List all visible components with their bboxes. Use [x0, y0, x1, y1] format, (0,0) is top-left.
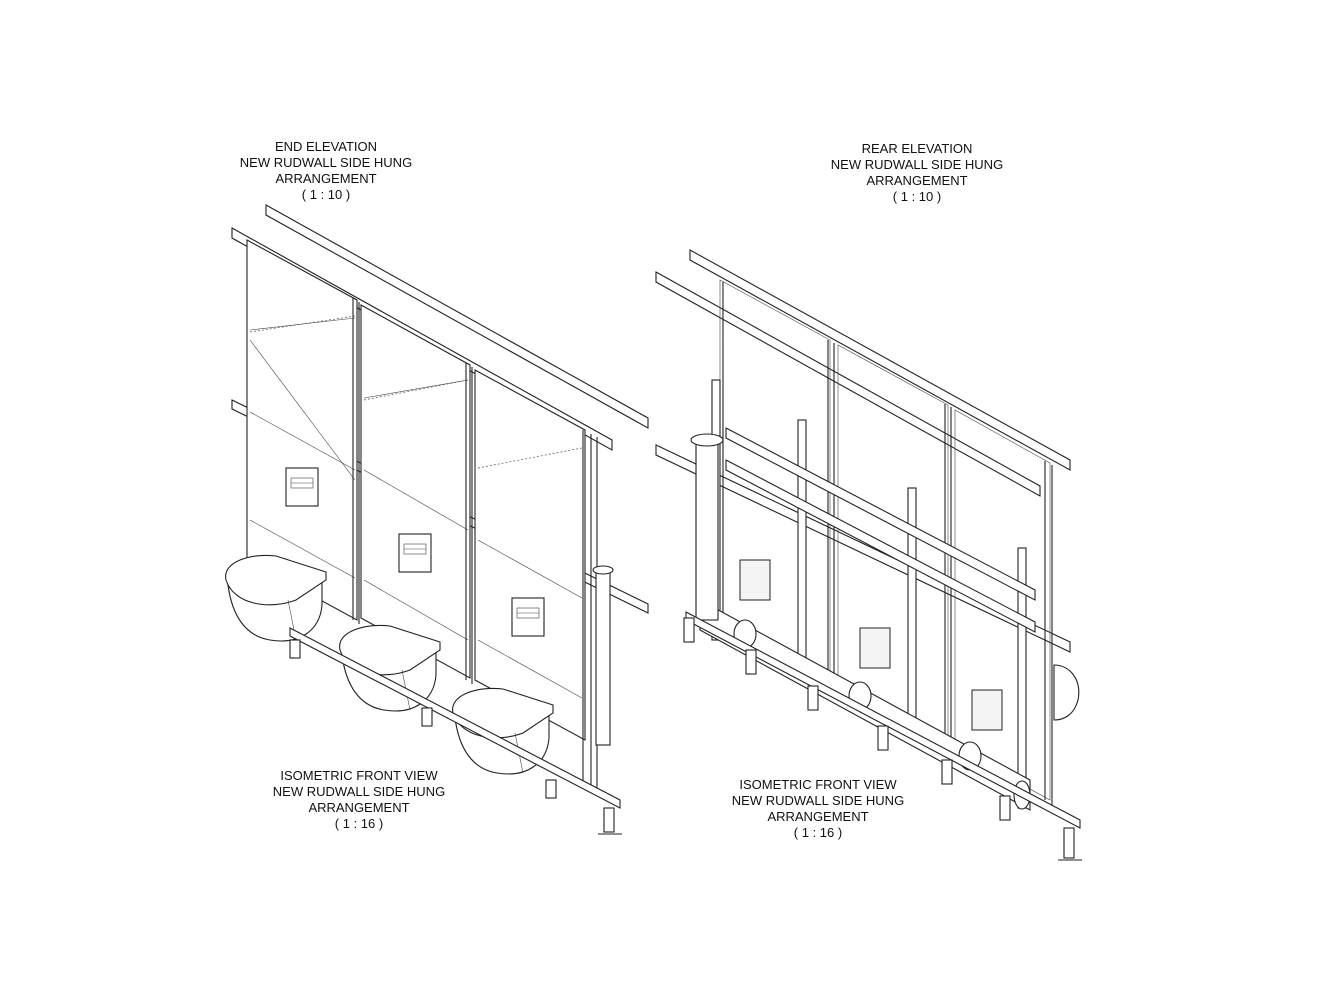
caption-line: ( 1 : 16 ) — [334, 816, 384, 831]
left-assembly — [225, 204, 649, 835]
right-assembly — [655, 249, 1082, 861]
top-rail — [655, 249, 1071, 497]
wall-panel — [246, 239, 360, 624]
caption-line: ( 1 : 16 ) — [793, 825, 843, 840]
caption-line: ARRANGEMENT — [866, 173, 968, 188]
caption-line: REAR ELEVATION — [861, 141, 973, 156]
base-rail — [289, 627, 621, 809]
caption-line: END ELEVATION — [274, 139, 378, 154]
toilet-bowl — [1053, 664, 1080, 721]
caption-isometric-front-left: ISOMETRIC FRONT VIEW NEW RUDWALL SIDE HU… — [244, 768, 474, 832]
support-foot — [683, 617, 1082, 861]
frame-panel — [954, 409, 1053, 805]
caption-end-elevation: END ELEVATION NEW RUDWALL SIDE HUNG ARRA… — [226, 139, 426, 203]
toilet-bowl — [339, 624, 441, 712]
waste-pipe — [592, 565, 614, 746]
support-foot — [289, 639, 622, 835]
caption-line: ISOMETRIC FRONT VIEW — [280, 768, 438, 783]
caption-line: ARRANGEMENT — [767, 809, 869, 824]
caption-line: NEW RUDWALL SIDE HUNG — [239, 155, 413, 170]
caption-line: NEW RUDWALL SIDE HUNG — [731, 793, 905, 808]
flush-plate — [285, 467, 319, 507]
caption-line: ( 1 : 10 ) — [892, 189, 942, 204]
cistern-carrier — [739, 559, 1003, 731]
cistern-tube — [725, 427, 1036, 633]
toilet-bowl — [225, 554, 327, 642]
flush-plate — [511, 597, 545, 637]
caption-isometric-front-right: ISOMETRIC FRONT VIEW NEW RUDWALL SIDE HU… — [703, 777, 933, 841]
caption-line: ARRANGEMENT — [308, 800, 410, 815]
caption-line: ISOMETRIC FRONT VIEW — [739, 777, 897, 792]
flush-plate — [398, 533, 432, 573]
caption-line: NEW RUDWALL SIDE HUNG — [830, 157, 1004, 172]
wall-panel — [360, 304, 473, 684]
caption-line: NEW RUDWALL SIDE HUNG — [272, 784, 446, 799]
vertical-pipe — [690, 433, 724, 621]
caption-line: ( 1 : 10 ) — [301, 187, 351, 202]
caption-rear-elevation: REAR ELEVATION NEW RUDWALL SIDE HUNG ARR… — [817, 141, 1017, 205]
caption-line: ARRANGEMENT — [275, 171, 377, 186]
base-rail — [685, 611, 1081, 829]
